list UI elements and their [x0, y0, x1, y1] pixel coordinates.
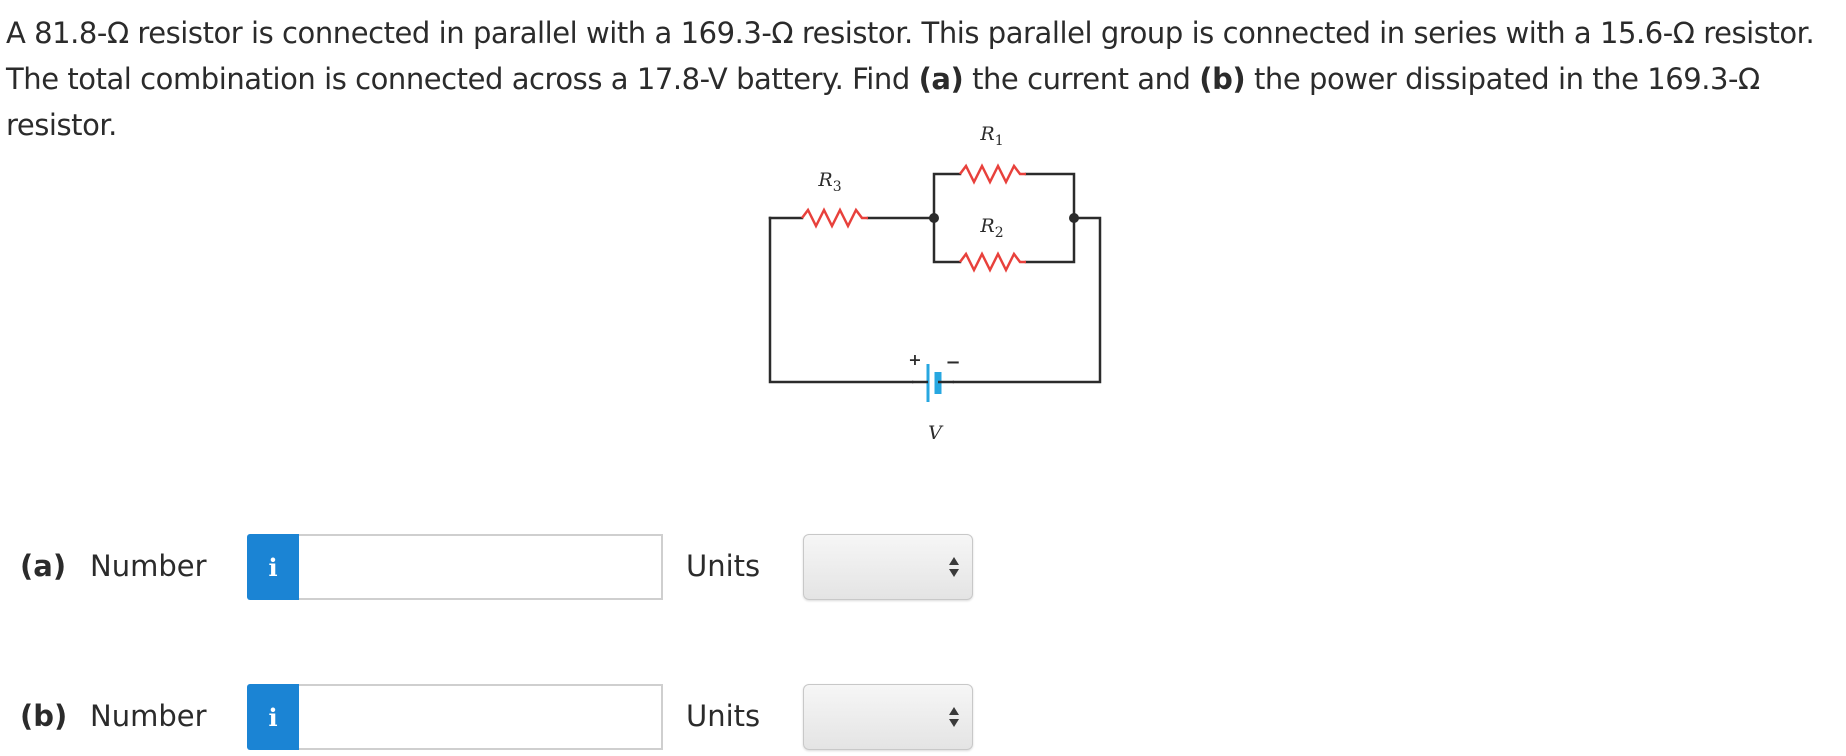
- r3-label: R3: [817, 169, 841, 195]
- circuit-diagram: + − V R3 R1 R2: [768, 123, 1102, 444]
- units-label-a: Units: [686, 549, 761, 583]
- updown-arrows-icon: [949, 707, 959, 727]
- part-b-tag: (b): [1199, 62, 1246, 96]
- wire-r1-left: [932, 172, 962, 220]
- battery-minus-sign: −: [945, 352, 960, 373]
- units-select-b[interactable]: [803, 684, 973, 750]
- number-label-a: Number: [90, 549, 207, 583]
- units-select-a[interactable]: [803, 534, 973, 600]
- info-icon: i: [268, 702, 278, 732]
- resistor-r3: [801, 207, 868, 229]
- info-button-a[interactable]: i: [247, 534, 299, 600]
- answer-row-a: (a) Number i Units: [0, 534, 1846, 600]
- answer-row-b: (b) Number i Units: [0, 684, 1846, 750]
- number-input-a[interactable]: [299, 534, 663, 600]
- wire-r1-right: [1024, 172, 1076, 220]
- number-input-b[interactable]: [299, 684, 663, 750]
- wire-r2-right: [1024, 216, 1076, 264]
- info-icon: i: [268, 552, 278, 582]
- wire-left: [768, 216, 914, 384]
- battery-plus-sign: +: [908, 350, 921, 369]
- updown-arrows-icon: [949, 557, 959, 577]
- part-label-b: (b): [20, 699, 68, 733]
- info-button-b[interactable]: i: [247, 684, 299, 750]
- battery-label: V: [928, 422, 944, 444]
- question-text: A 81.8-Ω resistor is connected in parall…: [6, 16, 1815, 142]
- number-label-b: Number: [90, 699, 207, 733]
- part-label-a: (a): [20, 549, 67, 583]
- r2-label: R2: [979, 215, 1003, 241]
- junction-right: [1069, 213, 1079, 223]
- junction-left: [929, 213, 939, 223]
- units-label-b: Units: [686, 699, 761, 733]
- resistor-r2: [959, 251, 1026, 273]
- wire-right: [952, 216, 1102, 384]
- r1-label: R1: [979, 123, 1003, 149]
- part-a-tag: (a): [918, 62, 964, 96]
- resistor-r1: [959, 163, 1026, 185]
- wire-r2-left: [932, 216, 962, 264]
